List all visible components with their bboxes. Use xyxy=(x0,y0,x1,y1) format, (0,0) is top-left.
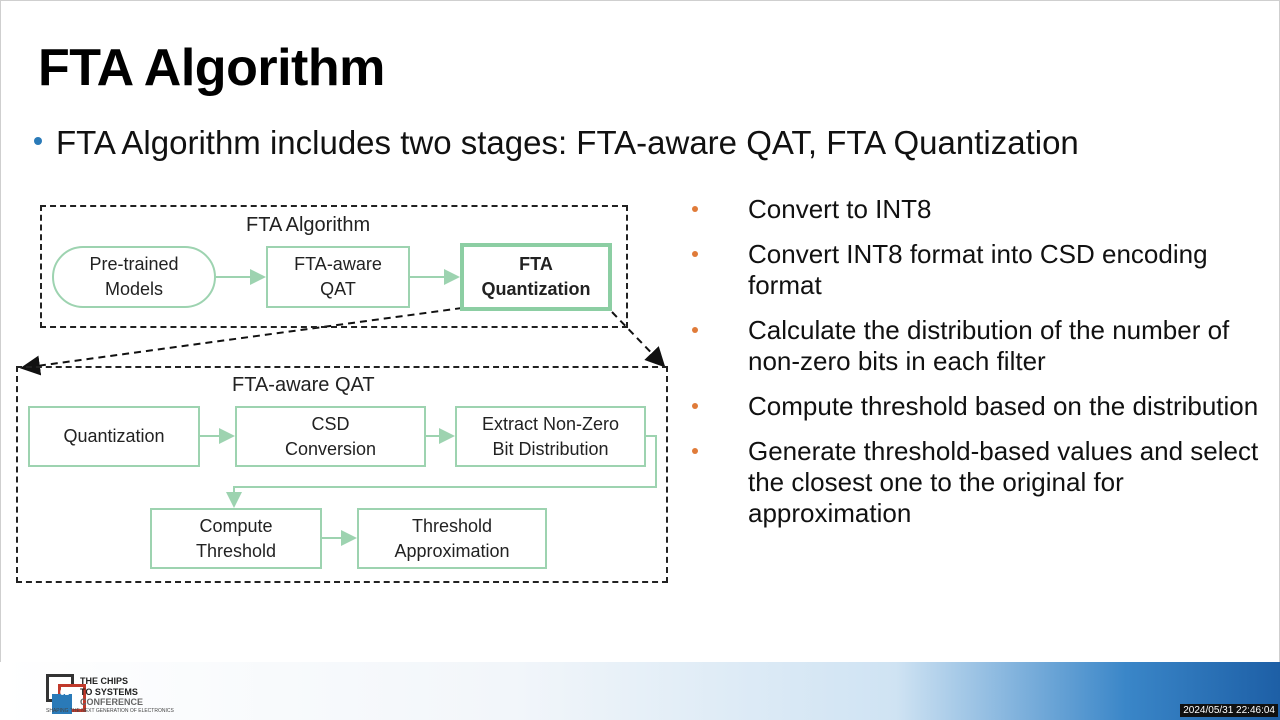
node-text-line2: Bit Distribution xyxy=(492,438,609,459)
bullet-text: Generate threshold-based values and sele… xyxy=(748,436,1259,528)
fta-aware-qat-group xyxy=(16,366,668,583)
node-text-line2: Threshold xyxy=(195,540,277,561)
zoom-line-right xyxy=(611,311,666,368)
node-text-line2: Conversion xyxy=(284,438,377,459)
logo-tagline: SHAPING THE NEXT GENERATION OF ELECTRONI… xyxy=(46,708,174,714)
bullet-dot-icon xyxy=(692,251,698,257)
subtitle-bullet: FTA Algorithm includes two stages: FTA-a… xyxy=(34,124,1079,162)
arrow-extract-to-compute xyxy=(226,435,657,508)
fta-algorithm-group xyxy=(40,205,628,328)
bullet-item: Compute threshold based on the distribut… xyxy=(690,391,1260,422)
logo-text-line: CONFERENCE xyxy=(80,697,144,707)
zoom-line-left xyxy=(20,307,463,376)
node-text-line2: Quantization xyxy=(481,279,591,299)
recording-timestamp: 2024/05/31 22:46:04 xyxy=(1180,704,1278,717)
step-bullet-list: Convert to INT8 Convert INT8 format into… xyxy=(690,194,1260,543)
bullet-dot-icon xyxy=(34,137,42,146)
node-text-line2: QAT xyxy=(320,279,356,299)
slide-footer-banner xyxy=(0,662,1280,720)
node-text-line1: Threshold xyxy=(411,515,493,536)
node-text-line1: Pre-trained xyxy=(89,254,179,274)
bullet-text: Convert to INT8 xyxy=(748,194,932,224)
node-csd-conversion: CSD Conversion xyxy=(235,406,426,467)
bullet-item: Calculate the distribution of the number… xyxy=(690,315,1260,377)
logo-text-line: TO SYSTEMS xyxy=(80,687,138,697)
bullet-dot-icon xyxy=(692,327,698,333)
bullet-item: Convert INT8 format into CSD encoding fo… xyxy=(690,239,1260,301)
slide-title: FTA Algorithm xyxy=(38,39,385,97)
bullet-item: Convert to INT8 xyxy=(690,194,1260,225)
node-text-line1: Compute xyxy=(199,515,273,536)
bullet-dot-icon xyxy=(692,206,698,212)
fta-algorithm-group-label: FTA Algorithm xyxy=(246,214,371,236)
bullet-dot-icon xyxy=(692,403,698,409)
logo-square-icon xyxy=(52,694,72,714)
conference-logo: 61 THE CHIPS TO SYSTEMS CONFERENCE SHAPI… xyxy=(46,670,174,716)
bullet-item: Generate threshold-based values and sele… xyxy=(690,436,1260,529)
node-fta-quantization: FTA Quantization xyxy=(460,243,612,311)
bullet-text: Calculate the distribution of the number… xyxy=(748,315,1230,376)
node-text-line1: FTA xyxy=(519,254,553,274)
subtitle-text: FTA Algorithm includes two stages: FTA-a… xyxy=(56,124,1079,161)
bullet-text: Compute threshold based on the distribut… xyxy=(748,391,1259,421)
node-text-line2: Models xyxy=(104,279,163,299)
bullet-text: Convert INT8 format into CSD encoding fo… xyxy=(748,239,1208,300)
logo-text-line: THE CHIPS xyxy=(80,676,129,686)
node-text-line1: Extract Non-Zero xyxy=(481,413,620,434)
bullet-dot-icon xyxy=(692,448,698,454)
node-text-line1: Quantization xyxy=(63,426,165,446)
node-text-line1: CSD xyxy=(311,413,350,434)
fta-aware-qat-group-label: FTA-aware QAT xyxy=(232,374,375,396)
node-text-line1: FTA-aware xyxy=(294,254,382,274)
node-quantization: Quantization xyxy=(28,406,200,467)
logo-badge: 61 xyxy=(60,688,69,697)
node-text-line2: Approximation xyxy=(394,540,510,561)
